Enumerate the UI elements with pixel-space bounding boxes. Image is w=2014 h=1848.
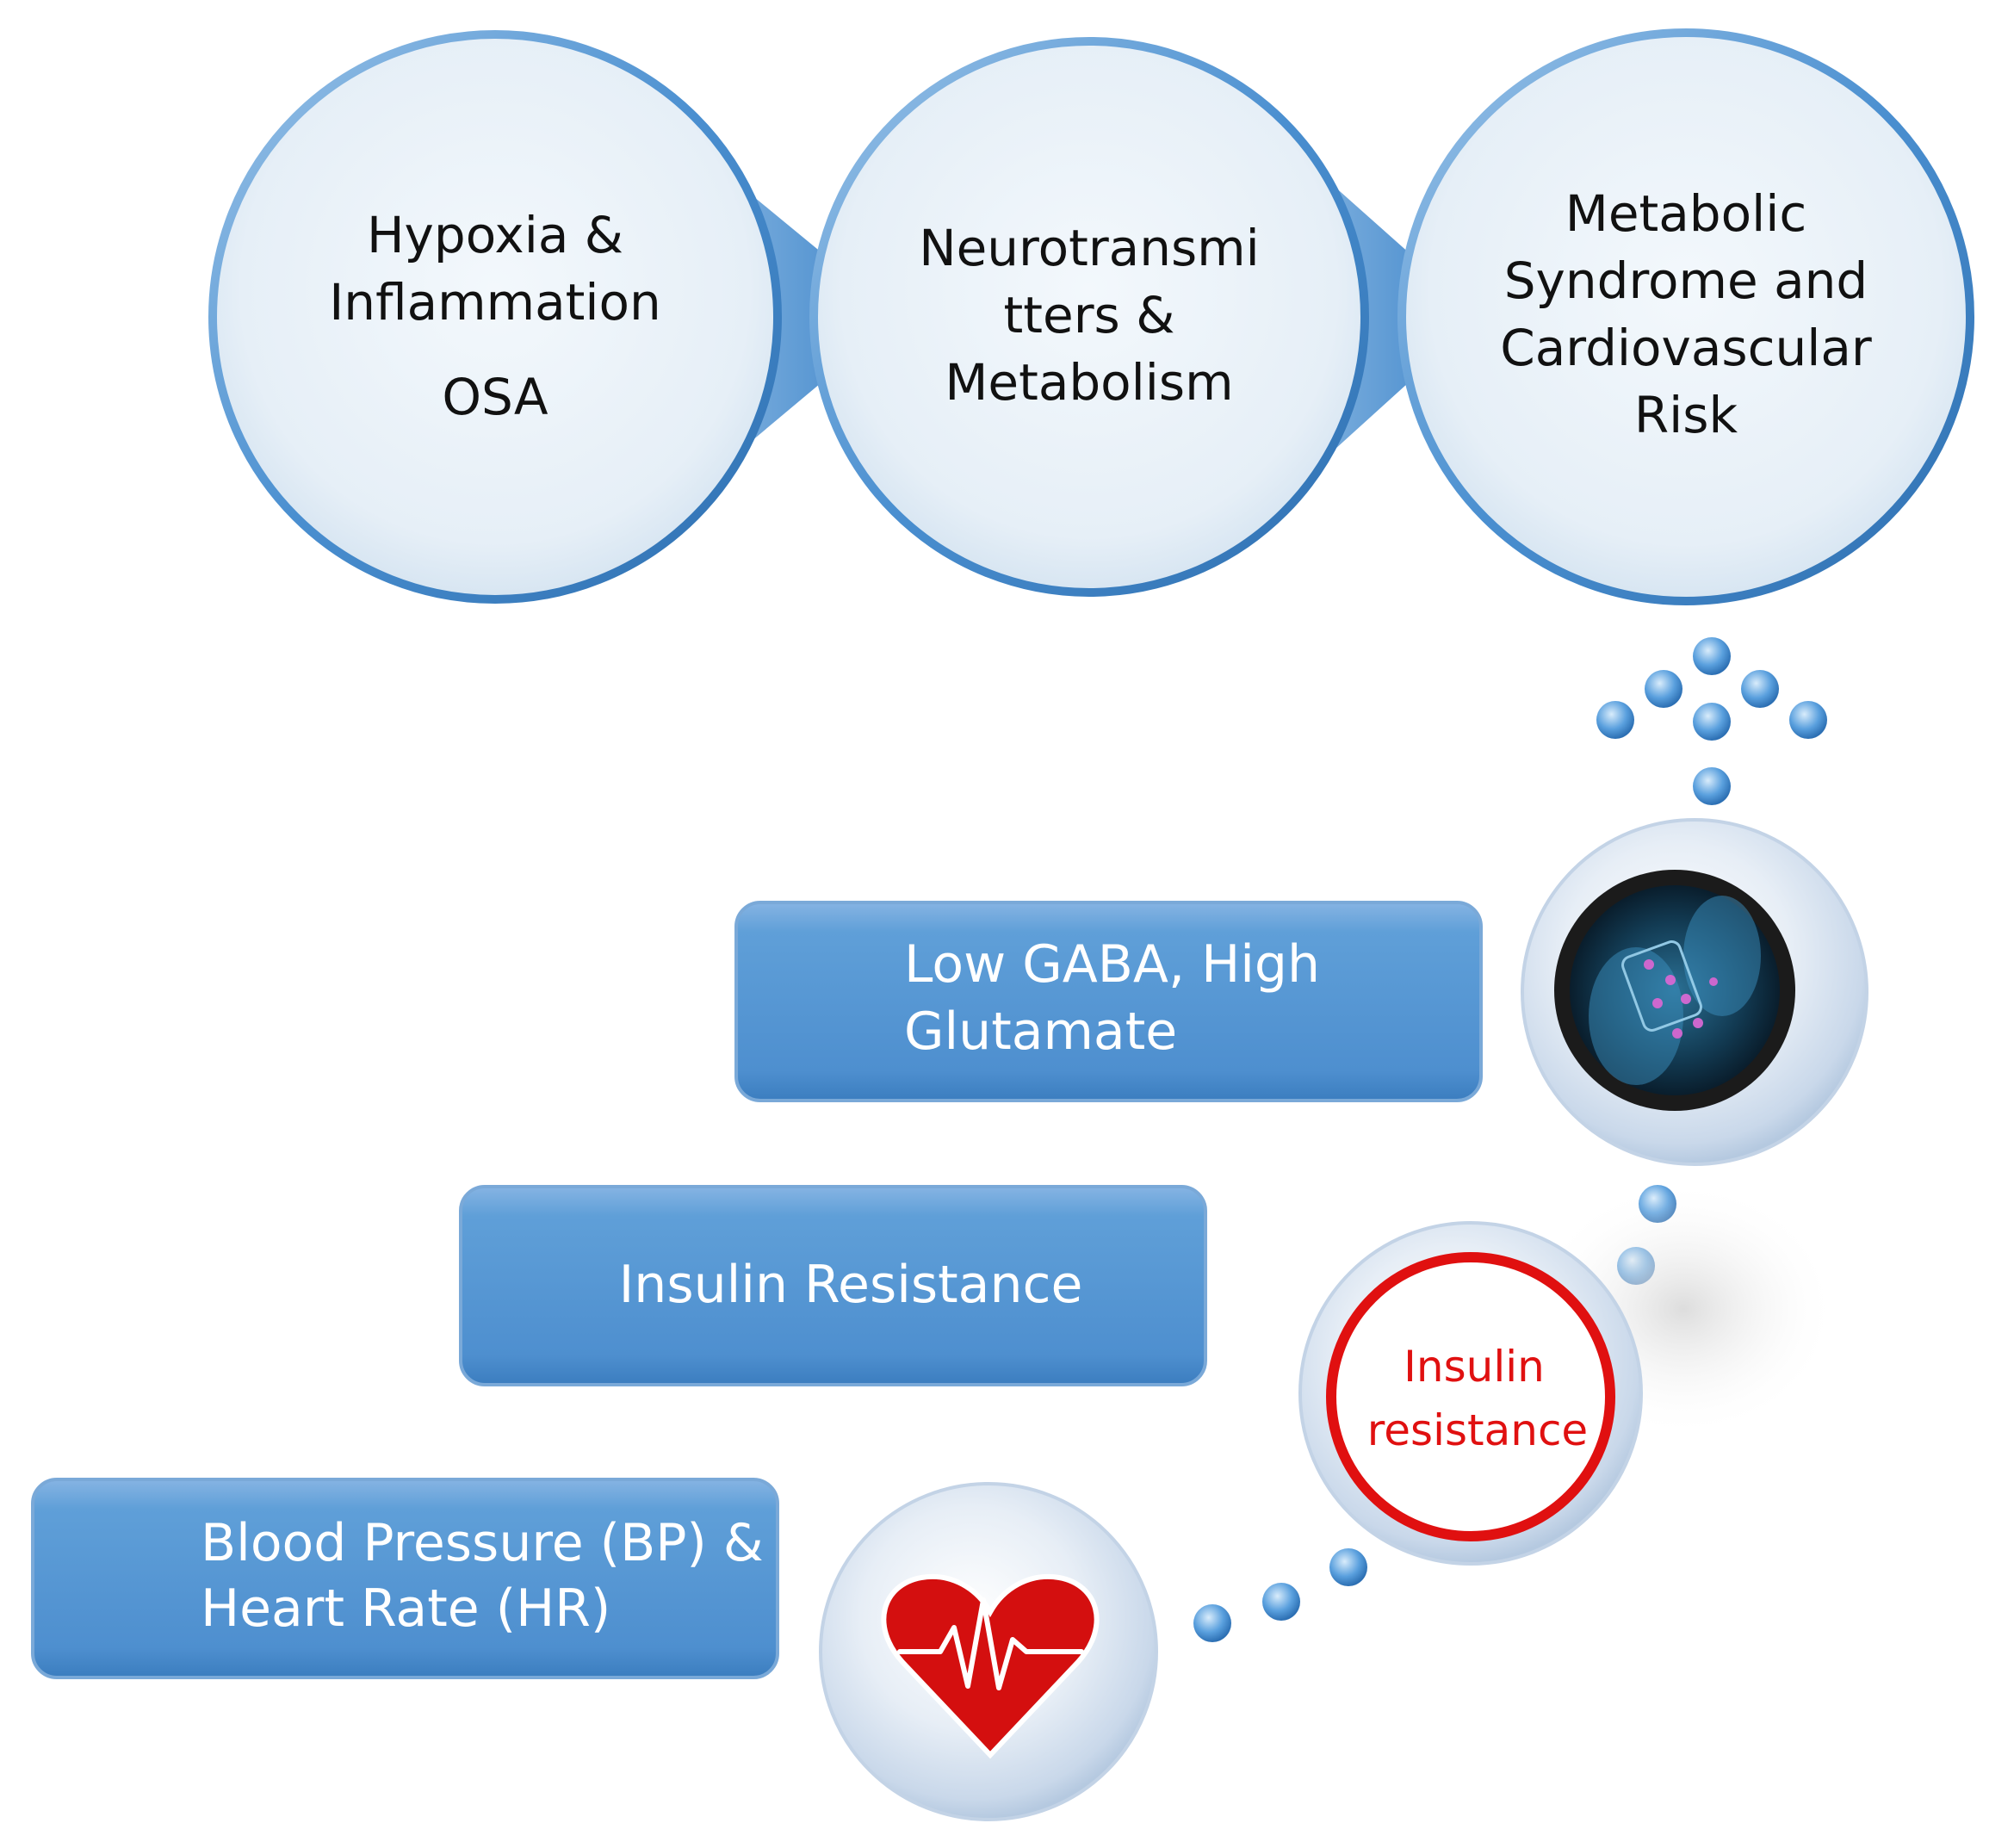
dot-arrow-up (1596, 637, 1827, 805)
flow-step-3-line4: Risk (1634, 386, 1738, 444)
stair-box-3-line2: Heart Rate (HR) (201, 1578, 610, 1639)
stair-box-2 (459, 1185, 1207, 1386)
stair-box-3 (31, 1478, 779, 1679)
insulin-label-line2: resistance (1367, 1405, 1588, 1455)
brain-image-icon (1570, 885, 1780, 1095)
dot (1693, 767, 1731, 805)
heart-bubble (819, 1482, 1158, 1821)
flow-step-hypoxia: Hypoxia & Inflammation OSA (208, 30, 900, 604)
stair-box-insulin: Insulin Resistance (459, 1185, 1207, 1386)
process-flow: Hypoxia & Inflammation OSA Neurotransmi … (208, 28, 1974, 605)
flow-step-3-line2: Syndrome and (1504, 251, 1868, 310)
dot (1693, 703, 1731, 741)
dot-connector-insulin-heart (1193, 1548, 1367, 1642)
flow-step-neurotransmitters: Neurotransmi tters & Metabolism (809, 37, 1481, 597)
flow-step-1-line2: Inflammation (329, 273, 661, 332)
flow-step-2-line2: tters & (1004, 286, 1175, 344)
flow-step-2-line3: Metabolism (945, 353, 1233, 412)
dot (1693, 637, 1731, 675)
dot (1741, 670, 1779, 708)
heart-icon (881, 1573, 1100, 1759)
heartbeat-line-icon (897, 1597, 1084, 1690)
insulin-bubble: Insulin resistance (1298, 1221, 1643, 1566)
flow-step-1-line3: OSA (442, 368, 548, 426)
flow-step-1-line1: Hypoxia & (367, 206, 623, 264)
dot (1262, 1583, 1300, 1621)
insulin-red-ring (1326, 1252, 1615, 1541)
stair-box-1-line1: Low GABA, High (904, 934, 1320, 995)
stair-box-2-line1: Insulin Resistance (619, 1255, 1083, 1315)
neuron-icon (1589, 896, 1761, 1085)
flow-step-2-line1: Neurotransmi (919, 219, 1260, 277)
flow-step-3-line1: Metabolic (1565, 184, 1806, 243)
insulin-label-line1: Insulin (1404, 1342, 1545, 1392)
brain-bubble (1521, 818, 1868, 1166)
dot (1193, 1604, 1231, 1642)
flow-step-metabolic: Metabolic Syndrome and Cardiovascular Ri… (1397, 28, 1974, 605)
stair-box-3-line1: Blood Pressure (BP) & (201, 1513, 764, 1573)
flow-step-3-line3: Cardiovascular (1500, 319, 1872, 377)
flow-circle-2 (809, 37, 1369, 597)
dot (1645, 670, 1682, 708)
stair-box-gaba: Low GABA, High Glutamate (734, 901, 1483, 1102)
dot (1596, 701, 1634, 739)
flow-circle-1 (208, 30, 782, 604)
dot (1329, 1548, 1367, 1586)
stair-box-1-line2: Glutamate (904, 1002, 1177, 1062)
dot (1789, 701, 1827, 739)
flow-circle-3 (1397, 28, 1974, 605)
stair-box-1 (734, 901, 1483, 1102)
stair-box-bp: Blood Pressure (BP) & Heart Rate (HR) (31, 1478, 779, 1679)
